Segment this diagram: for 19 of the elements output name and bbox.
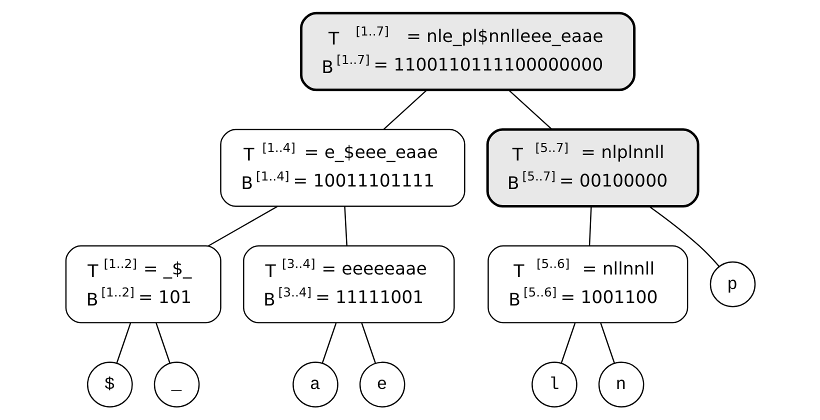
node-circle: $ [86,362,132,408]
node-circle: _ [153,362,200,408]
connector [382,90,427,130]
connector [155,322,170,364]
connector [508,90,552,130]
node-circle: a [292,362,338,408]
node-circle: n [598,362,644,408]
connector [560,322,576,364]
node-circle: l [531,362,577,408]
connector [208,206,278,246]
connector [116,322,131,364]
connector [360,322,376,364]
connector [344,206,347,246]
connector [648,206,720,267]
node-circle: p [709,261,756,308]
connector [321,322,336,364]
connector [588,206,592,246]
node-circle: e [358,362,405,408]
connector [600,322,614,364]
